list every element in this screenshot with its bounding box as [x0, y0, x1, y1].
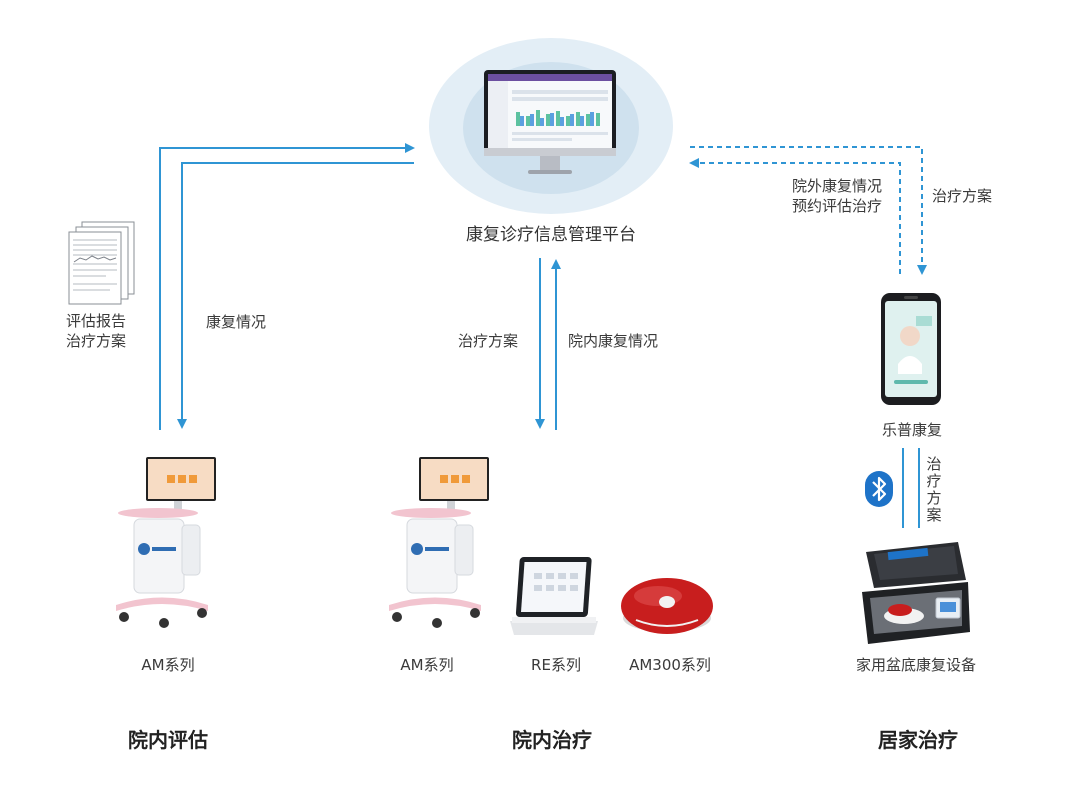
bluetooth-icon: [865, 471, 893, 507]
mid-arrow-label-down: 治疗方案: [458, 332, 519, 350]
smartphone-icon: [881, 293, 941, 405]
left-device-label: AM系列: [141, 656, 195, 674]
right-arrow-label-in-line1: 院外康复情况: [792, 177, 883, 195]
bluetooth-badge: [864, 470, 894, 508]
app-label: 乐普康复: [881, 421, 943, 439]
phone-app: [880, 292, 942, 406]
platform-label: 康复诊疗信息管理平台: [466, 225, 636, 245]
left-arrow-label: 康复情况: [206, 313, 267, 331]
report-documents: [66, 218, 138, 306]
arrow-left-down: [177, 162, 414, 429]
platform-node: [428, 30, 674, 216]
bluetooth-label: 治疗方案: [926, 455, 942, 524]
left-heading: 院内评估: [128, 728, 208, 752]
mid-arrow-label-up: 院内康复情况: [568, 332, 659, 350]
am300-device: [618, 568, 716, 638]
right-arrow-label-out: 治疗方案: [932, 187, 993, 205]
monitor-dashboard-icon: [429, 38, 673, 214]
mid-device-label-3: AM300系列: [629, 656, 711, 674]
right-device-label: 家用盆底康复设备: [855, 656, 977, 674]
right-heading: 居家治疗: [878, 728, 958, 752]
re-device: [506, 555, 602, 637]
treatment-cart-icon: [116, 457, 216, 628]
arrow-right-out: [690, 146, 927, 275]
am-cart-middle: [385, 455, 493, 635]
tablet-device-icon: [510, 557, 598, 635]
arrow-right-in: [689, 158, 901, 274]
document-stack-icon: [68, 221, 135, 305]
handheld-device-icon: [621, 578, 713, 634]
doc-label-line2: 治疗方案: [66, 332, 127, 350]
device-case-icon: [862, 542, 970, 644]
mid-device-label-1: AM系列: [400, 656, 454, 674]
treatment-cart-icon: [389, 457, 489, 628]
home-device-case: [858, 540, 974, 646]
middle-heading: 院内治疗: [512, 728, 592, 752]
arrow-left-up: [159, 143, 415, 430]
mid-device-label-2: RE系列: [531, 656, 581, 674]
right-arrow-label-in-line2: 预约评估治疗: [792, 197, 883, 215]
doc-label-line1: 评估报告: [66, 312, 127, 330]
am-cart-left: [112, 455, 220, 635]
